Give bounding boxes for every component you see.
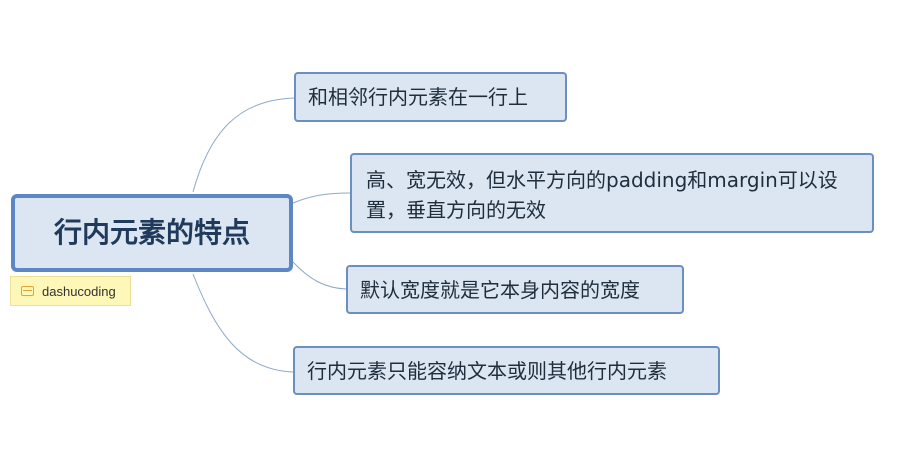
link-to-child-3: [292, 261, 347, 290]
link-to-child-1: [192, 97, 295, 193]
subtopic-3-label: 默认宽度就是它本身内容的宽度: [360, 277, 640, 302]
link-to-child-4: [192, 273, 294, 373]
subtopic-4-label: 行内元素只能容纳文本或则其他行内元素: [307, 358, 667, 383]
link-to-child-2: [292, 192, 351, 204]
subtopic-1-label: 和相邻行内元素在一行上: [308, 85, 528, 109]
subtopic-2-label: 高、宽无效，但水平方向的padding和margin可以设置，垂直方向的无效: [366, 168, 838, 222]
subtopic-3[interactable]: 默认宽度就是它本身内容的宽度: [346, 265, 684, 314]
subtopic-1[interactable]: 和相邻行内元素在一行上: [294, 72, 567, 122]
root-topic[interactable]: 行内元素的特点: [11, 194, 293, 272]
note-text: dashucoding: [42, 283, 116, 299]
subtopic-4[interactable]: 行内元素只能容纳文本或则其他行内元素: [293, 346, 720, 395]
subtopic-2[interactable]: 高、宽无效，但水平方向的padding和margin可以设置，垂直方向的无效: [350, 153, 874, 233]
note-label[interactable]: dashucoding: [10, 276, 131, 306]
root-topic-label: 行内元素的特点: [53, 216, 250, 249]
note-icon: [21, 286, 34, 296]
